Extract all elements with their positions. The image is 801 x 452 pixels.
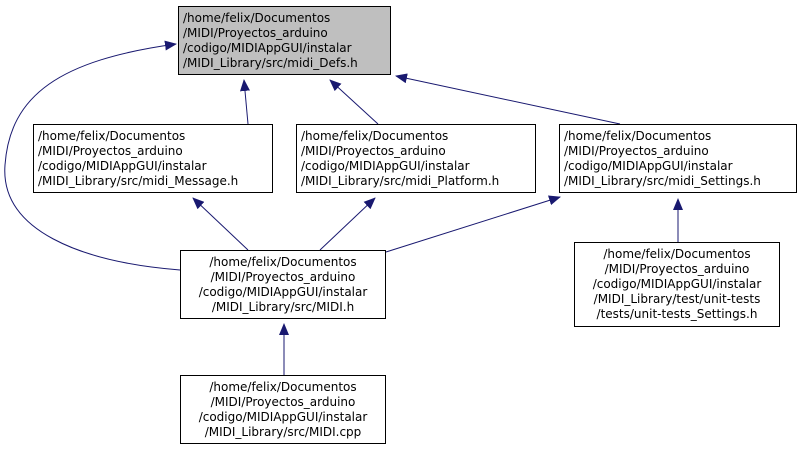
node-label-line: /MIDI/Proyectos_arduino <box>183 26 328 40</box>
node-label-line: /MIDI/Proyectos_arduino <box>564 144 709 158</box>
node-label-line: /codigo/MIDIAppGUI/instalar <box>38 159 207 173</box>
edge-midi_platform-to-midi_defs <box>329 79 379 125</box>
edge-midi_settings-to-midi_defs <box>395 73 621 125</box>
node-label-line: /MIDI_Library/src/midi_Message.h <box>38 174 239 188</box>
node-label-line: /home/felix/Documentos <box>183 11 331 25</box>
edge-midi_h-to-midi_message <box>192 197 249 251</box>
node-label-line: /home/felix/Documentos <box>603 247 751 261</box>
node-midi-settings-h[interactable]: /home/felix/Documentos/MIDI/Proyectos_ar… <box>559 124 797 193</box>
edge-midi_h-to-midi_platform <box>319 197 376 251</box>
node-label-line: /tests/unit-tests_Settings.h <box>596 307 758 321</box>
edge-midi_h-to-midi_defs <box>4 40 181 271</box>
node-label-line: /MIDI/Proyectos_arduino <box>210 270 356 284</box>
node-label-line: /codigo/MIDIAppGUI/instalar <box>198 285 368 299</box>
node-label-line: /MIDI_Library/src/MIDI.h <box>211 300 355 314</box>
node-label-line: /MIDI/Proyectos_arduino <box>38 144 183 158</box>
node-label-line: /MIDI_Library/src/midi_Defs.h <box>183 56 358 70</box>
edge-midi_h-to-midi_settings <box>385 195 561 253</box>
node-midi-cpp[interactable]: /home/felix/Documentos/MIDI/Proyectos_ar… <box>180 375 386 444</box>
node-label-line: /MIDI/Proyectos_arduino <box>301 144 446 158</box>
node-midi-defs-h[interactable]: /home/felix/Documentos/MIDI/Proyectos_ar… <box>178 6 391 75</box>
node-label-line: /MIDI_Library/src/midi_Settings.h <box>564 174 761 188</box>
node-label-line: /home/felix/Documentos <box>564 129 712 143</box>
node-label-line: /home/felix/Documentos <box>209 380 357 394</box>
node-midi-message-h[interactable]: /home/felix/Documentos/MIDI/Proyectos_ar… <box>33 124 273 193</box>
node-label-line: /MIDI/Proyectos_arduino <box>210 395 356 409</box>
node-label-line: /MIDI_Library/src/midi_Platform.h <box>301 174 500 188</box>
node-label-line: /MIDI_Library/test/unit-tests <box>593 292 761 306</box>
node-midi-h[interactable]: /home/felix/Documentos/MIDI/Proyectos_ar… <box>180 250 386 319</box>
node-label-line: /codigo/MIDIAppGUI/instalar <box>198 410 368 424</box>
edge-midi_message-to-midi_defs <box>240 79 250 125</box>
node-label-line: /home/felix/Documentos <box>38 129 186 143</box>
node-label-line: /home/felix/Documentos <box>301 129 449 143</box>
node-label-line: /codigo/MIDIAppGUI/instalar <box>301 159 470 173</box>
node-label-line: /MIDI/Proyectos_arduino <box>604 262 750 276</box>
node-label-line: /MIDI_Library/src/MIDI.cpp <box>204 425 362 439</box>
node-label-line: /codigo/MIDIAppGUI/instalar <box>183 41 352 55</box>
node-midi-platform-h[interactable]: /home/felix/Documentos/MIDI/Proyectos_ar… <box>296 124 536 193</box>
node-label-line: /home/felix/Documentos <box>209 255 357 269</box>
node-unit-tests-settings-h[interactable]: /home/felix/Documentos/MIDI/Proyectos_ar… <box>574 242 780 327</box>
node-label-line: /codigo/MIDIAppGUI/instalar <box>592 277 762 291</box>
node-label-line: /codigo/MIDIAppGUI/instalar <box>564 159 733 173</box>
